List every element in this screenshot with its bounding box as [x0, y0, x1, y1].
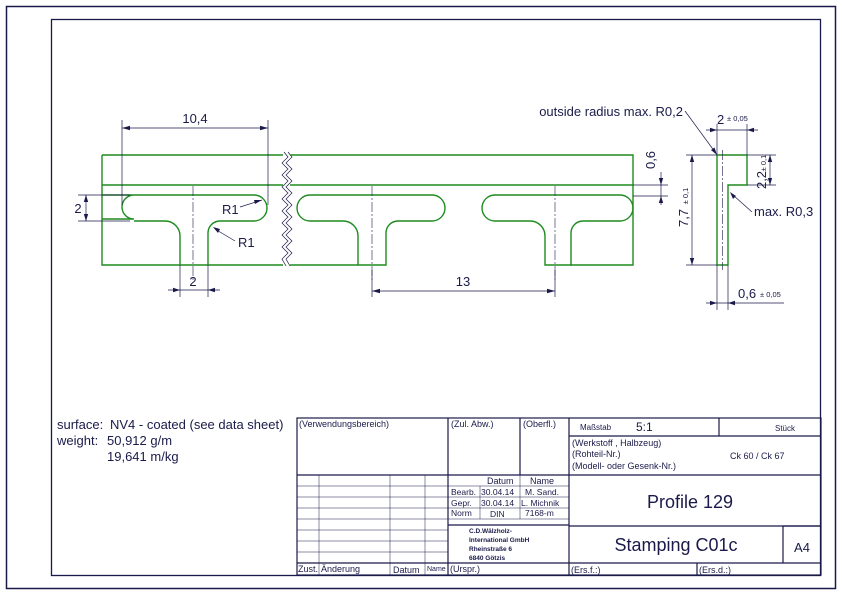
dim-slot-width-label: 2: [74, 201, 81, 216]
revision-grid: [297, 475, 569, 575]
norm-value: DIN: [490, 509, 505, 519]
company-line-2: International GmbH: [469, 537, 530, 544]
stamping-title: Stamping C01c: [614, 535, 737, 555]
dim-thickness: [633, 172, 668, 205]
weight-label: weight:: [56, 433, 98, 448]
oberfl: (Oberfl.): [523, 419, 556, 429]
name-header: Name: [530, 476, 554, 486]
r1-leaders: [213, 199, 263, 242]
side-view: [716, 150, 748, 270]
aenderung-label: Änderung: [321, 564, 360, 574]
front-view-left: [101, 154, 283, 266]
dim-thickness-label: 0,6: [643, 151, 658, 169]
dim-side-step: [747, 154, 776, 186]
company-line-1: C.D.Wälzholz-: [469, 528, 512, 535]
massstab-label: Maßstab: [580, 423, 612, 432]
dim-side-height: [686, 154, 717, 266]
break-line: [281, 151, 293, 267]
dim-slot-width: [78, 194, 130, 222]
bearb-date: 30.04.14: [481, 487, 514, 497]
dim-side-step-tol: ± 0,1: [759, 155, 768, 172]
dim-gap-width: [168, 265, 220, 297]
ersf-label: (Ers.f.:): [571, 565, 601, 575]
center-lines: [192, 186, 556, 280]
stueck-label: Stück: [775, 424, 796, 433]
company-line-4: 6840 Götzis: [469, 555, 506, 562]
format-label: A4: [794, 540, 810, 555]
radius-leaders: [684, 110, 753, 213]
dim-side-thickness: [706, 265, 784, 310]
gepr-name: L. Michnik: [521, 498, 560, 508]
outside-radius-note: outside radius max. R0,2: [539, 104, 683, 119]
dim-side-height-label: 7,7: [676, 209, 691, 227]
dim-side-height-tol: ± 0,1: [681, 188, 690, 205]
dim-pitch-small: [121, 120, 269, 205]
zust-label: Zust.: [298, 564, 318, 574]
bearb-label: Bearb.: [451, 487, 476, 497]
gepr-label: Gepr.: [451, 498, 472, 508]
urspr-label: (Urspr.): [450, 564, 480, 574]
dim-side-thickness-tol: ± 0,05: [760, 290, 781, 299]
dim-pitch-large-label: 13: [456, 274, 470, 289]
weight-value-1: 50,912 g/m: [107, 433, 172, 448]
gepr-date: 30.04.14: [481, 498, 514, 508]
norm-label: Norm: [451, 508, 472, 518]
dim-side-width-tol: ± 0,05: [727, 114, 748, 123]
front-view-right: [290, 154, 634, 266]
surface-label: surface:: [57, 417, 103, 432]
dim-pitch-small-label: 10,4: [182, 111, 207, 126]
datum-header: Datum: [487, 476, 514, 486]
modell-label: (Modell- oder Gesenk-Nr.): [572, 461, 676, 471]
dim-side-thickness-label: 0,6: [738, 286, 756, 301]
dim-pitch-large: [371, 270, 556, 297]
drawing-title: Profile 129: [647, 492, 733, 512]
bearb-name: M. Sand.: [525, 487, 559, 497]
name-label: Name: [427, 566, 446, 573]
dim-side-width-label: 2: [717, 112, 724, 127]
material-value: Ck 60 / Ck 67: [730, 451, 785, 461]
title-block-lines: [296, 417, 822, 576]
surface-value: NV4 - coated (see data sheet): [110, 417, 283, 432]
dim-side-width: [706, 124, 758, 155]
verwendungsbereich: (Verwendungsbereich): [299, 419, 389, 429]
massstab-value: 5:1: [636, 420, 653, 434]
dim-gap-width-label: 2: [189, 274, 196, 289]
r1-lower-label: R1: [238, 235, 255, 250]
ersd-label: (Ers.d.:): [699, 565, 731, 575]
r1-upper-label: R1: [222, 202, 239, 217]
rohteil-label: (Rohteil-Nr.): [572, 449, 621, 459]
dim-side-step-label: 2,2: [754, 171, 769, 189]
outer-border: [5, 5, 837, 590]
weight-value-2: 19,641 m/kg: [107, 449, 179, 464]
werkstoff-label: (Werkstoff , Halbzeug): [572, 438, 661, 448]
max-radius-note: max. R0,3: [754, 204, 813, 219]
zul-abw: (Zul. Abw.): [451, 419, 494, 429]
norm-number: 7168-m: [525, 508, 554, 518]
datum-label: Datum: [393, 565, 420, 575]
company-line-3: Rheinstraße 6: [469, 546, 512, 553]
